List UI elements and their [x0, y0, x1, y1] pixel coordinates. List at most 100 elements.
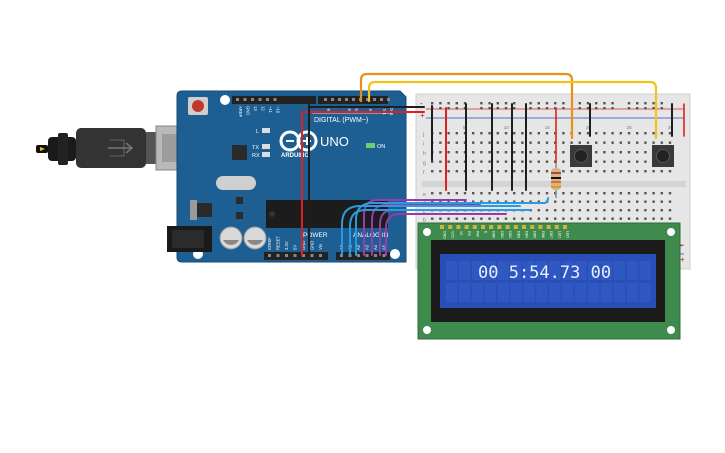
- bb-hole[interactable]: [578, 192, 581, 195]
- resistor[interactable]: [551, 162, 561, 198]
- bb-hole[interactable]: [496, 192, 499, 195]
- bb-hole[interactable]: [439, 192, 442, 195]
- bb-hole[interactable]: [611, 151, 614, 154]
- bb-rail-hole[interactable]: [578, 102, 581, 105]
- bb-hole[interactable]: [496, 151, 499, 154]
- bb-hole[interactable]: [611, 217, 614, 220]
- bb-hole[interactable]: [627, 170, 631, 173]
- digital-pin-hole[interactable]: [338, 98, 341, 101]
- bb-hole[interactable]: [447, 170, 450, 173]
- bb-rail-hole[interactable]: [480, 102, 483, 105]
- bb-hole[interactable]: [603, 217, 606, 220]
- bb-hole[interactable]: [586, 217, 590, 220]
- bb-rail-hole[interactable]: [488, 102, 491, 105]
- bb-hole[interactable]: [627, 217, 631, 220]
- bb-hole[interactable]: [636, 192, 639, 195]
- bb-hole[interactable]: [455, 192, 458, 195]
- bb-hole[interactable]: [488, 132, 491, 135]
- bb-hole[interactable]: [603, 160, 606, 163]
- bb-hole[interactable]: [496, 170, 499, 173]
- bb-rail-hole[interactable]: [431, 102, 434, 105]
- bb-hole[interactable]: [636, 209, 639, 212]
- bb-hole[interactable]: [496, 160, 499, 163]
- bb-hole[interactable]: [660, 141, 663, 144]
- bb-hole[interactable]: [562, 141, 565, 144]
- bb-rail-hole[interactable]: [504, 102, 508, 105]
- bb-hole[interactable]: [504, 141, 508, 144]
- bb-rail-hole[interactable]: [644, 107, 647, 110]
- bb-hole[interactable]: [611, 200, 614, 203]
- pushbutton-2[interactable]: [652, 145, 674, 167]
- bb-rail-hole[interactable]: [447, 107, 450, 110]
- bb-hole[interactable]: [513, 170, 516, 173]
- bb-hole[interactable]: [636, 141, 639, 144]
- bb-hole[interactable]: [537, 170, 540, 173]
- digital-pin-hole[interactable]: [373, 98, 376, 101]
- bb-hole[interactable]: [570, 209, 573, 212]
- bb-hole[interactable]: [504, 217, 508, 220]
- bb-hole[interactable]: [603, 151, 606, 154]
- bb-hole[interactable]: [619, 141, 622, 144]
- bb-hole[interactable]: [554, 192, 557, 195]
- bb-hole[interactable]: [644, 141, 647, 144]
- bb-rail-hole[interactable]: [644, 102, 647, 105]
- digital-pin-hole[interactable]: [273, 98, 277, 101]
- bb-rail-hole[interactable]: [652, 102, 655, 105]
- bb-hole[interactable]: [611, 141, 614, 144]
- digital-pin-hole[interactable]: [324, 98, 327, 101]
- bb-hole[interactable]: [636, 200, 639, 203]
- bb-rail-hole[interactable]: [463, 102, 467, 105]
- bb-hole[interactable]: [463, 192, 467, 195]
- bb-hole[interactable]: [619, 217, 622, 220]
- bb-hole[interactable]: [627, 141, 631, 144]
- bb-hole[interactable]: [529, 151, 532, 154]
- lcd-pin[interactable]: [448, 225, 453, 229]
- bb-rail-hole[interactable]: [455, 107, 458, 110]
- bb-hole[interactable]: [488, 217, 491, 220]
- bb-hole[interactable]: [586, 192, 590, 195]
- lcd-pin[interactable]: [530, 225, 535, 229]
- digital-pin-hole[interactable]: [258, 98, 262, 101]
- bb-hole[interactable]: [562, 209, 565, 212]
- bb-hole[interactable]: [562, 217, 565, 220]
- bb-hole[interactable]: [472, 217, 475, 220]
- bb-hole[interactable]: [439, 160, 442, 163]
- bb-hole[interactable]: [586, 170, 590, 173]
- bb-hole[interactable]: [480, 192, 483, 195]
- bb-hole[interactable]: [668, 209, 672, 212]
- lcd-pin[interactable]: [464, 225, 469, 229]
- bb-hole[interactable]: [513, 132, 516, 135]
- bb-hole[interactable]: [603, 170, 606, 173]
- bb-hole[interactable]: [513, 141, 516, 144]
- bb-hole[interactable]: [619, 151, 622, 154]
- bb-rail-hole[interactable]: [636, 107, 639, 110]
- bb-rail-hole[interactable]: [480, 107, 483, 110]
- bb-hole[interactable]: [513, 151, 516, 154]
- bb-hole[interactable]: [644, 170, 647, 173]
- bb-hole[interactable]: [668, 217, 672, 220]
- reset-button[interactable]: [188, 97, 208, 115]
- bb-hole[interactable]: [545, 170, 549, 173]
- bb-hole[interactable]: [660, 217, 663, 220]
- bb-hole[interactable]: [496, 132, 499, 135]
- bb-hole[interactable]: [472, 200, 475, 203]
- bb-hole[interactable]: [537, 132, 540, 135]
- bb-rail-hole[interactable]: [447, 102, 450, 105]
- bb-rail-hole[interactable]: [578, 107, 581, 110]
- bb-hole[interactable]: [439, 132, 442, 135]
- bb-rail-hole[interactable]: [595, 107, 598, 110]
- bb-hole[interactable]: [513, 160, 516, 163]
- bb-hole[interactable]: [562, 170, 565, 173]
- bb-hole[interactable]: [447, 160, 450, 163]
- bb-hole[interactable]: [496, 141, 499, 144]
- bb-hole[interactable]: [521, 151, 524, 154]
- bb-hole[interactable]: [504, 170, 508, 173]
- bb-hole[interactable]: [447, 192, 450, 195]
- bb-hole[interactable]: [660, 132, 663, 135]
- digital-pin-hole[interactable]: [236, 98, 239, 101]
- bb-hole[interactable]: [431, 200, 434, 203]
- bb-rail-hole[interactable]: [513, 107, 516, 110]
- bb-hole[interactable]: [455, 160, 458, 163]
